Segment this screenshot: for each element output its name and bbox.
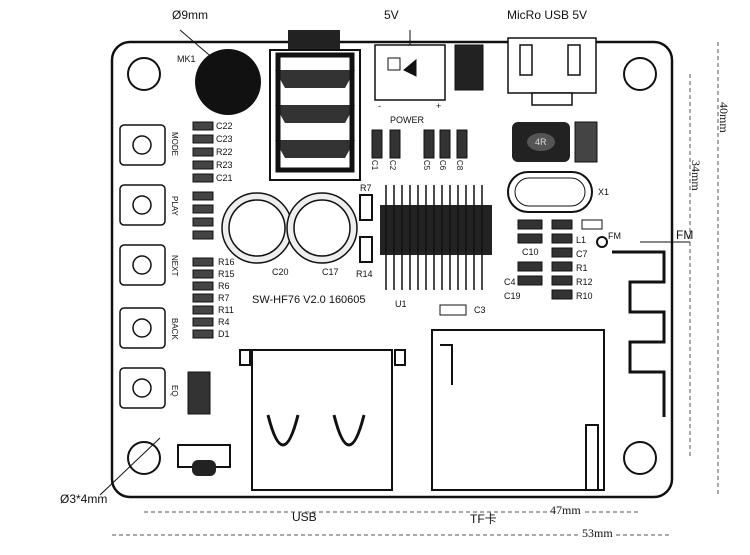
label-c6: C6 [438,160,447,171]
label-x1: X1 [598,187,610,197]
buttons [119,124,166,409]
label-r15: R15 [218,269,235,279]
micro-usb-label: MicRo USB 5V [507,8,588,22]
label-r6: R6 [218,281,230,291]
btn-eq-label: EQ [170,385,179,397]
label-r4: R4 [218,317,230,327]
elec-caps [221,192,358,264]
label-r10: R10 [576,291,593,301]
micro-usb [507,37,597,106]
label-r7: R7 [360,183,372,193]
label-c8: C8 [455,160,464,171]
label-c19: C19 [504,291,521,301]
label-d1: D1 [218,329,230,339]
fm-parts [517,219,603,300]
label-l1: L1 [576,235,587,245]
power-connector [374,30,446,101]
dim-47: 47mm [548,503,583,518]
label-c23: C23 [216,134,233,144]
label-c10: C10 [522,247,539,257]
label-c20: C20 [272,267,289,277]
label-c17: C17 [322,267,339,277]
power-plus: + [436,101,442,111]
label-c1: C1 [370,160,379,171]
inductor-label: 4R [535,137,547,147]
dim-53: 53mm [580,526,615,541]
dim-34: 34mm [689,160,703,191]
btn-mode-label: MODE [170,132,179,156]
label-r16: R16 [218,257,235,267]
antenna [612,250,666,417]
label-r1: R1 [576,263,588,273]
btn-next-label: NEXT [170,255,179,277]
hole-label: Ø3*4mm [60,492,108,506]
label-c2: C2 [388,160,397,171]
fm-small-label: FM [608,231,621,241]
power-5v-label: 5V [384,8,399,22]
power-minus: - [378,101,381,111]
label-c4: C4 [504,277,516,287]
label-u1: U1 [395,299,407,309]
fm-label: FM [676,228,694,242]
label-c21: C21 [216,173,233,183]
mic-diameter-label: Ø9mm [172,8,208,22]
mk1-label: MK1 [177,54,196,64]
resistor-column [192,121,214,339]
power-label: POWER [390,115,425,125]
label-c7: C7 [576,249,588,259]
btn-back-label: BACK [170,318,179,340]
tf-slot [431,329,605,491]
audio-jack [269,30,361,181]
tf-label: TF卡 [470,512,497,526]
board-version: SW-HF76 V2.0 160605 [252,294,366,306]
label-c22: C22 [216,121,233,131]
small-caps [371,129,468,159]
chip-u1 [380,185,492,290]
label-c5: C5 [422,160,431,171]
label-r22: R22 [216,147,233,157]
label-r11: R11 [218,305,234,315]
usb-label: USB [292,510,317,524]
microphone [195,49,261,115]
fuse [454,44,484,91]
dim-40: 40mm [717,102,731,133]
mount-holes [127,57,657,475]
label-r7b: R7 [218,293,230,303]
crystal [507,171,593,213]
usb-connector [239,349,406,491]
label-r14: R14 [356,269,373,279]
btn-play-label: PLAY [170,196,179,216]
label-c3: C3 [474,305,486,315]
label-r23: R23 [216,160,233,170]
label-r12: R12 [576,277,593,287]
